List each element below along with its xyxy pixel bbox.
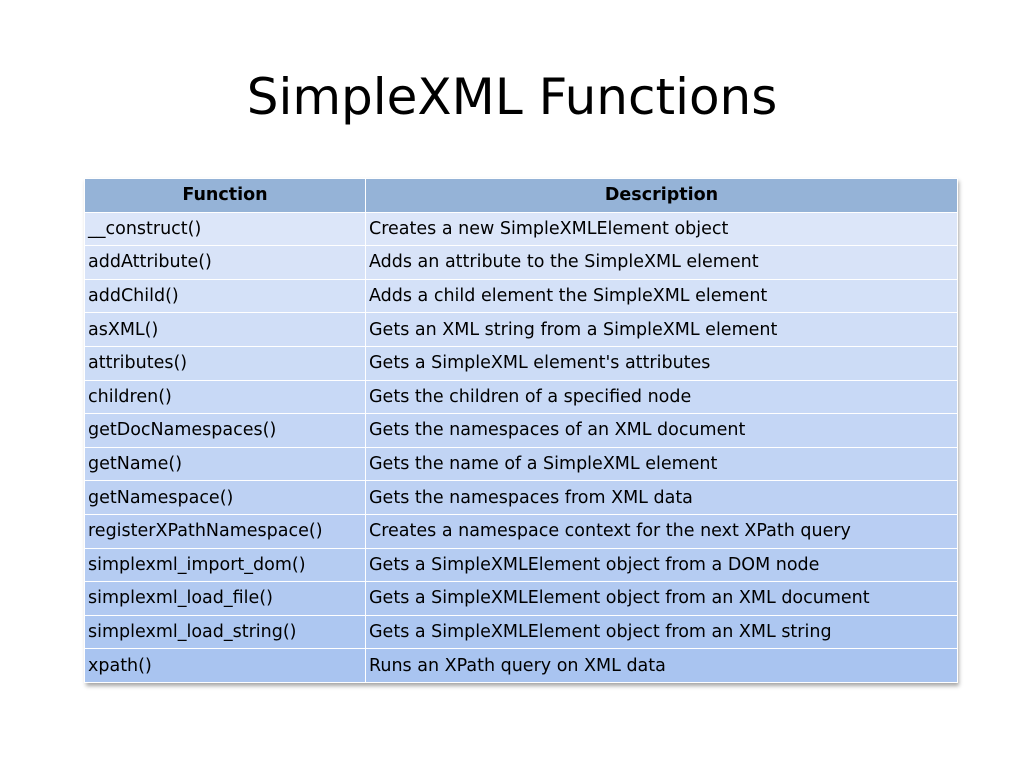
description-cell: Gets a SimpleXMLElement object from an X… <box>365 581 958 616</box>
table-row: getNamespace() Gets the namespaces from … <box>84 480 958 515</box>
description-cell: Gets an XML string from a SimpleXML elem… <box>365 312 958 347</box>
table-row: addAttribute() Adds an attribute to the … <box>84 245 958 280</box>
function-cell: addChild() <box>84 278 366 314</box>
description-cell: Adds a child element the SimpleXML eleme… <box>365 278 958 314</box>
function-cell: xpath() <box>84 648 366 683</box>
function-cell: asXML() <box>84 312 366 347</box>
table-row: getDocNamespaces() Gets the namespaces o… <box>84 413 958 448</box>
table-row: xpath() Runs an XPath query on XML data <box>84 648 958 683</box>
functions-table: Function Description __construct() Creat… <box>84 178 958 683</box>
table-row: simplexml_load_file() Gets a SimpleXMLEl… <box>84 581 958 616</box>
table-row: attributes() Gets a SimpleXML element's … <box>84 345 958 381</box>
table-row: getName() Gets the name of a SimpleXML e… <box>84 446 958 482</box>
description-cell: Adds an attribute to the SimpleXML eleme… <box>365 245 958 280</box>
column-header-description: Description <box>365 178 958 213</box>
function-cell: __construct() <box>84 211 366 247</box>
table-row: asXML() Gets an XML string from a Simple… <box>84 312 958 347</box>
table-body: __construct() Creates a new SimpleXMLEle… <box>84 211 958 683</box>
description-cell: Gets the namespaces of an XML document <box>365 413 958 448</box>
table-row: simplexml_load_string() Gets a SimpleXML… <box>84 614 958 650</box>
table-row: __construct() Creates a new SimpleXMLEle… <box>84 211 958 247</box>
slide-title: SimpleXML Functions <box>246 68 778 126</box>
table-row: addChild() Adds a child element the Simp… <box>84 278 958 314</box>
function-cell: attributes() <box>84 345 366 381</box>
description-cell: Gets a SimpleXMLElement object from a DO… <box>365 547 958 583</box>
function-cell: getNamespace() <box>84 480 366 515</box>
function-cell: simplexml_import_dom() <box>84 547 366 583</box>
table-row: children() Gets the children of a specif… <box>84 379 958 415</box>
description-cell: Creates a namespace context for the next… <box>365 513 958 549</box>
function-cell: simplexml_load_string() <box>84 614 366 650</box>
function-cell: addAttribute() <box>84 245 366 280</box>
table-row: simplexml_import_dom() Gets a SimpleXMLE… <box>84 547 958 583</box>
function-cell: children() <box>84 379 366 415</box>
function-cell: getDocNamespaces() <box>84 413 366 448</box>
column-header-function: Function <box>84 178 366 213</box>
function-cell: getName() <box>84 446 366 482</box>
description-cell: Gets a SimpleXMLElement object from an X… <box>365 614 958 650</box>
functions-table-container: Function Description __construct() Creat… <box>84 178 958 683</box>
function-cell: registerXPathNamespace() <box>84 513 366 549</box>
table-row: registerXPathNamespace() Creates a names… <box>84 513 958 549</box>
description-cell: Gets the namespaces from XML data <box>365 480 958 515</box>
description-cell: Gets the children of a specified node <box>365 379 958 415</box>
function-cell: simplexml_load_file() <box>84 581 366 616</box>
description-cell: Creates a new SimpleXMLElement object <box>365 211 958 247</box>
description-cell: Gets a SimpleXML element's attributes <box>365 345 958 381</box>
table-header-row: Function Description <box>84 178 958 213</box>
description-cell: Gets the name of a SimpleXML element <box>365 446 958 482</box>
description-cell: Runs an XPath query on XML data <box>365 648 958 683</box>
